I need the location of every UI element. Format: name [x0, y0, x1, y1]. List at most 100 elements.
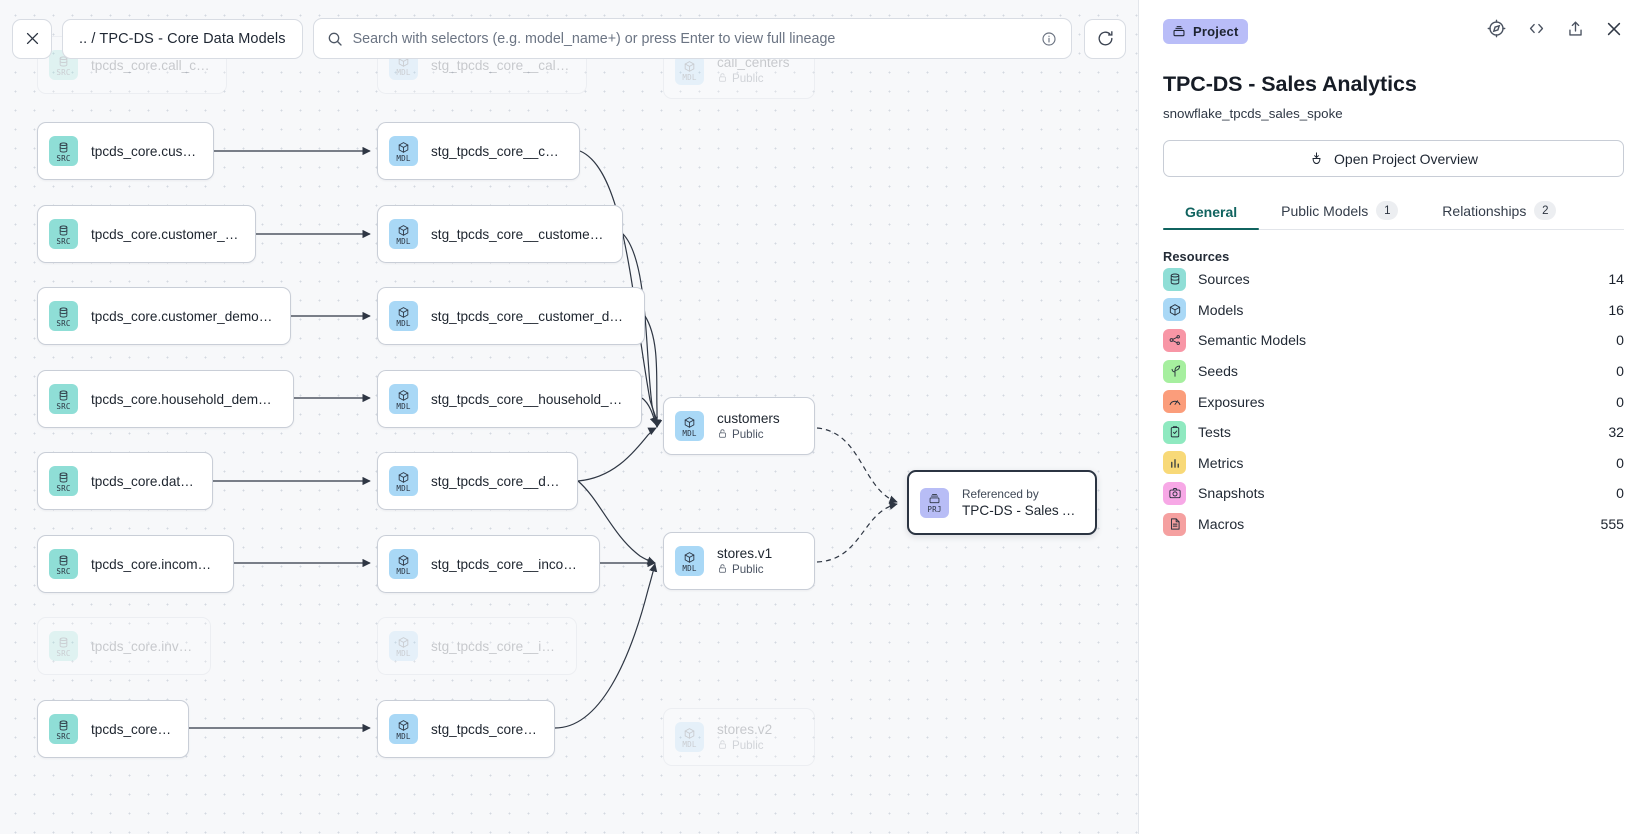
- node-title: tpcds_core.call_center: [91, 57, 210, 73]
- node-type-badge-src: SRC: [49, 466, 78, 496]
- breadcrumb-button[interactable]: .. / TPC-DS - Core Data Models: [62, 18, 303, 59]
- node-type-badge-mdl: MDL: [389, 384, 418, 414]
- graph-icon: [1163, 328, 1186, 352]
- resource-label: Macros: [1198, 516, 1245, 533]
- close-lineage-button[interactable]: [12, 18, 52, 59]
- node-access: Public: [717, 72, 790, 86]
- page-title: TPC-DS - Sales Analytics: [1163, 72, 1417, 96]
- share-icon[interactable]: [1566, 19, 1585, 44]
- database-icon: [57, 719, 70, 732]
- node-title: stg_tpcds_core__inventory: [431, 638, 560, 654]
- lineage-node-mdl-hh-demo[interactable]: MDLstg_tpcds_core__household_demogr…: [377, 370, 642, 428]
- project-identifier: snowflake_tpcds_sales_spoke: [1163, 106, 1343, 121]
- tab-label: General: [1185, 204, 1238, 220]
- resource-count: 0: [1616, 393, 1624, 410]
- node-type-badge-mdl: MDL: [675, 546, 704, 576]
- node-type-badge-src: SRC: [49, 384, 78, 414]
- resource-row-tests[interactable]: Tests 32: [1163, 417, 1624, 448]
- cube-icon: [683, 416, 696, 429]
- resource-count: 32: [1608, 424, 1624, 441]
- node-title: tpcds_core.date_dim: [91, 473, 196, 489]
- cube-icon: [397, 224, 410, 237]
- node-title: tpcds_core.customer_demographics: [91, 308, 274, 324]
- project-icon: [928, 492, 941, 505]
- resource-label: Models: [1198, 301, 1244, 318]
- lineage-canvas[interactable]: SRCtpcds_core.call_centerMDLstg_tpcds_co…: [0, 0, 1139, 834]
- resource-label: Tests: [1198, 424, 1231, 441]
- resource-row-macros[interactable]: Macros 555: [1163, 509, 1624, 540]
- lineage-node-mdl-inventory[interactable]: MDL stg_tpcds_core__inventory: [377, 617, 577, 675]
- node-type-badge-mdl: MDL: [389, 219, 418, 249]
- bars-icon: [1163, 451, 1186, 475]
- lineage-node-mdl-cust-addr[interactable]: MDL stg_tpcds_core__customer_address: [377, 205, 623, 263]
- lineage-node-src-date-dim[interactable]: SRC tpcds_core.date_dim: [37, 452, 213, 510]
- resource-count: 0: [1616, 485, 1624, 502]
- resource-row-seeds[interactable]: Seeds 0: [1163, 356, 1624, 387]
- info-icon[interactable]: [1041, 31, 1057, 47]
- tab-general[interactable]: General: [1163, 204, 1260, 230]
- search-input[interactable]: [352, 30, 1031, 47]
- node-type-badge-src: SRC: [49, 549, 78, 579]
- database-icon: [57, 471, 70, 484]
- open-project-overview-button[interactable]: Open Project Overview: [1163, 140, 1624, 177]
- resource-count: 0: [1616, 332, 1624, 349]
- refresh-button[interactable]: [1084, 18, 1126, 59]
- cube-icon: [397, 306, 410, 319]
- resources-heading: Resources: [1163, 249, 1230, 264]
- seed-icon: [1163, 359, 1186, 383]
- open-project-overview-label: Open Project Overview: [1334, 150, 1478, 167]
- node-type-badge-src: SRC: [49, 714, 78, 744]
- code-icon[interactable]: [1526, 19, 1547, 43]
- node-title: stg_tpcds_core__customer_address: [431, 226, 606, 242]
- lock-icon: [717, 563, 728, 577]
- cube-icon: [683, 60, 696, 73]
- resource-label: Seeds: [1198, 363, 1238, 380]
- node-title: stg_tpcds_core__customer: [431, 143, 563, 159]
- search-box[interactable]: [312, 18, 1072, 59]
- details-panel: Project: [1139, 0, 1648, 834]
- cube-icon: [397, 471, 410, 484]
- explore-icon[interactable]: [1486, 18, 1507, 44]
- tab-count: 2: [1534, 201, 1557, 220]
- breadcrumb: .. / TPC-DS - Core Data Models: [79, 30, 286, 47]
- lineage-node-mdl-cust-demo[interactable]: MDLstg_tpcds_core__customer_demogra…: [377, 287, 645, 345]
- resource-label: Metrics: [1198, 454, 1244, 471]
- resource-count: 0: [1616, 363, 1624, 380]
- lineage-edges: [189, 146, 898, 733]
- node-type-badge-mdl: MDL: [389, 549, 418, 579]
- database-icon: [57, 389, 70, 402]
- node-title: tpcds_core.inventory: [91, 638, 194, 654]
- cube-icon: [397, 141, 410, 154]
- close-icon[interactable]: [1604, 19, 1624, 44]
- node-type-badge-mdl: MDL: [389, 631, 418, 661]
- node-access: Public: [717, 739, 772, 753]
- resource-count: 555: [1600, 516, 1624, 533]
- node-type-badge-mdl: MDL: [675, 722, 704, 752]
- cube-icon: [397, 554, 410, 567]
